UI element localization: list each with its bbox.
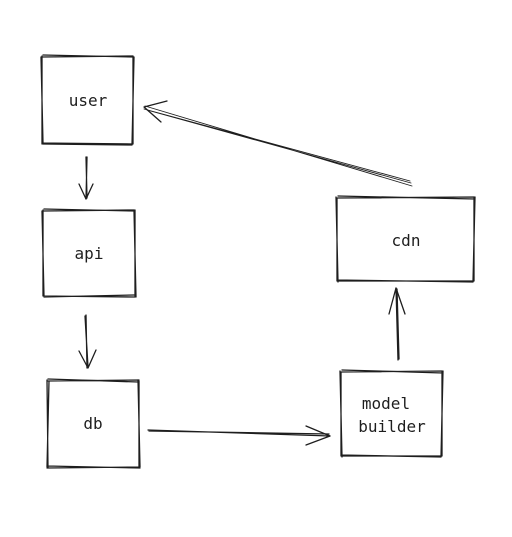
node-cdn[interactable]: cdn: [335, 195, 476, 283]
node-user-label: user: [69, 91, 108, 110]
node-model-builder[interactable]: model builder: [339, 369, 444, 458]
edge-user-to-api-arrow: [78, 156, 94, 200]
edge-db-to-model-builder-arrow: [147, 425, 331, 446]
node-user[interactable]: user: [40, 54, 135, 146]
node-model-builder-label-line2: builder: [358, 417, 426, 436]
node-model-builder-label-line1: model: [362, 394, 410, 413]
edge-cdn-to-user-arrow: [143, 100, 413, 187]
node-cdn-label: cdn: [392, 231, 421, 250]
node-api-label: api: [75, 244, 104, 263]
node-db-label: db: [83, 414, 102, 433]
node-api[interactable]: api: [41, 208, 137, 298]
edge-model-builder-to-cdn-arrow: [388, 287, 406, 361]
edge-api-to-db-arrow: [78, 314, 97, 369]
node-db[interactable]: db: [46, 378, 141, 469]
